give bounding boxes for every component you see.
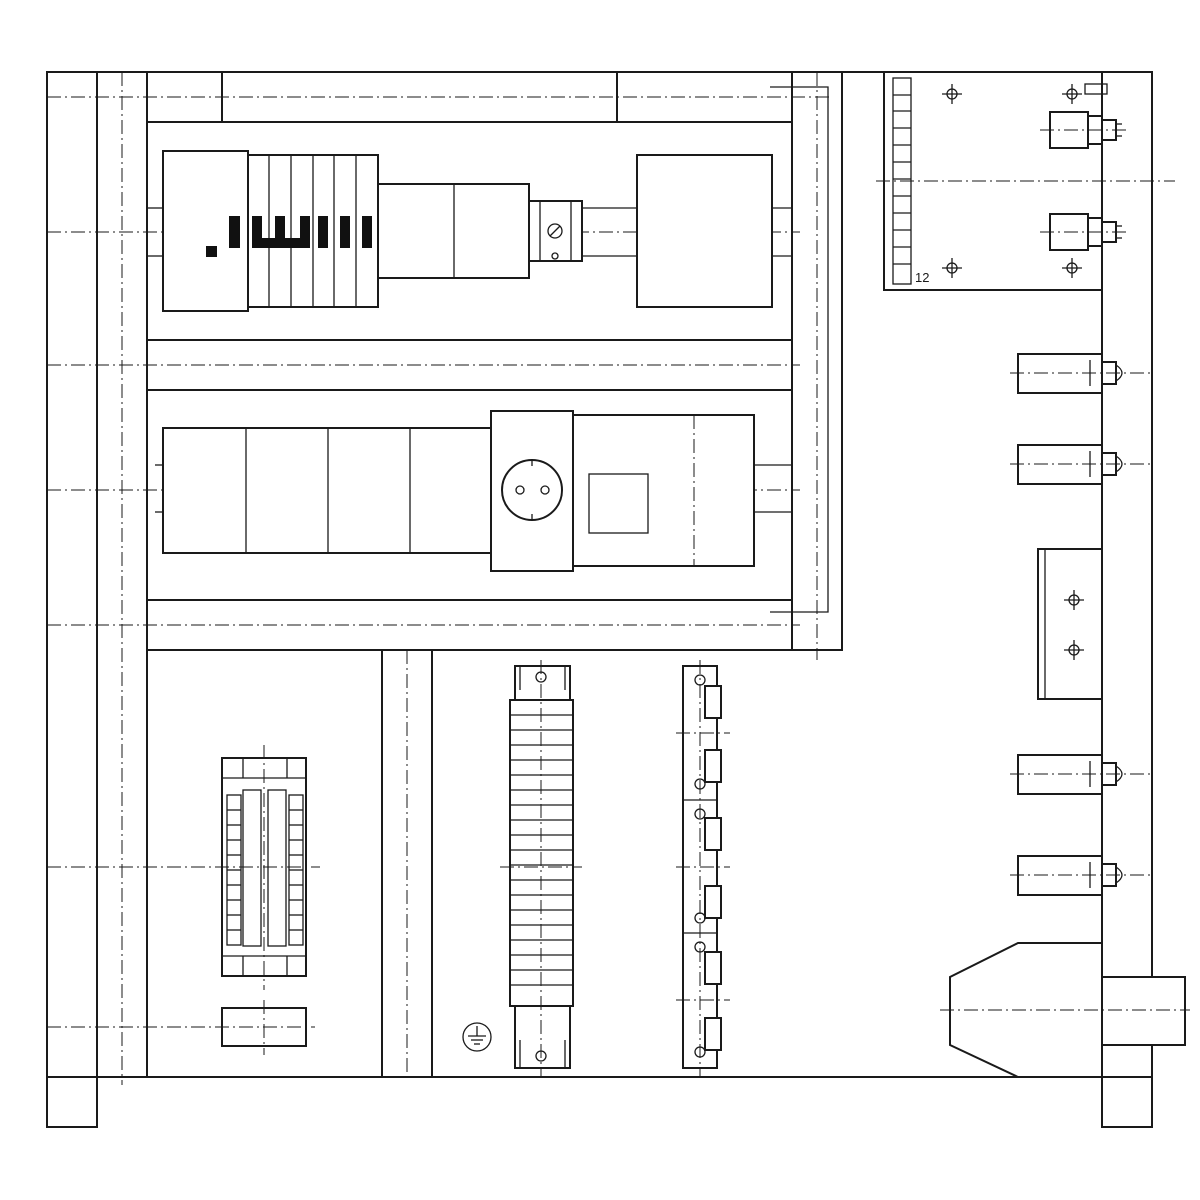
fuse-holder <box>528 200 583 262</box>
vertical-cable-duct <box>381 650 433 1077</box>
rcd-module-group <box>162 427 492 554</box>
din-socket-module <box>490 410 574 572</box>
junction-box <box>1037 548 1103 700</box>
terminal-count-label: 12 <box>915 270 929 285</box>
relay-module <box>47 745 320 990</box>
main-switch-module <box>162 150 249 312</box>
terminal-strip <box>500 660 582 1077</box>
terminal-connector-panel: 12 <box>876 71 1175 291</box>
upper-mounting-frame <box>47 71 843 660</box>
top-device-row <box>147 150 792 312</box>
cable-gland-2 <box>1010 444 1152 485</box>
meter-module <box>572 414 755 567</box>
contactor-module <box>377 183 530 279</box>
ground-symbol-icon <box>462 1022 492 1052</box>
second-device-row <box>155 410 792 572</box>
power-supply-module <box>636 154 773 308</box>
circuit-breaker-group <box>247 154 379 308</box>
flange-plug-connector <box>940 942 1190 1078</box>
cable-gland-3 <box>1010 754 1152 795</box>
cable-gland-4 <box>1010 855 1152 896</box>
small-terminal-block <box>47 1000 315 1055</box>
cable-gland-1 <box>1010 353 1152 394</box>
pe-terminal-strip <box>676 660 730 1077</box>
